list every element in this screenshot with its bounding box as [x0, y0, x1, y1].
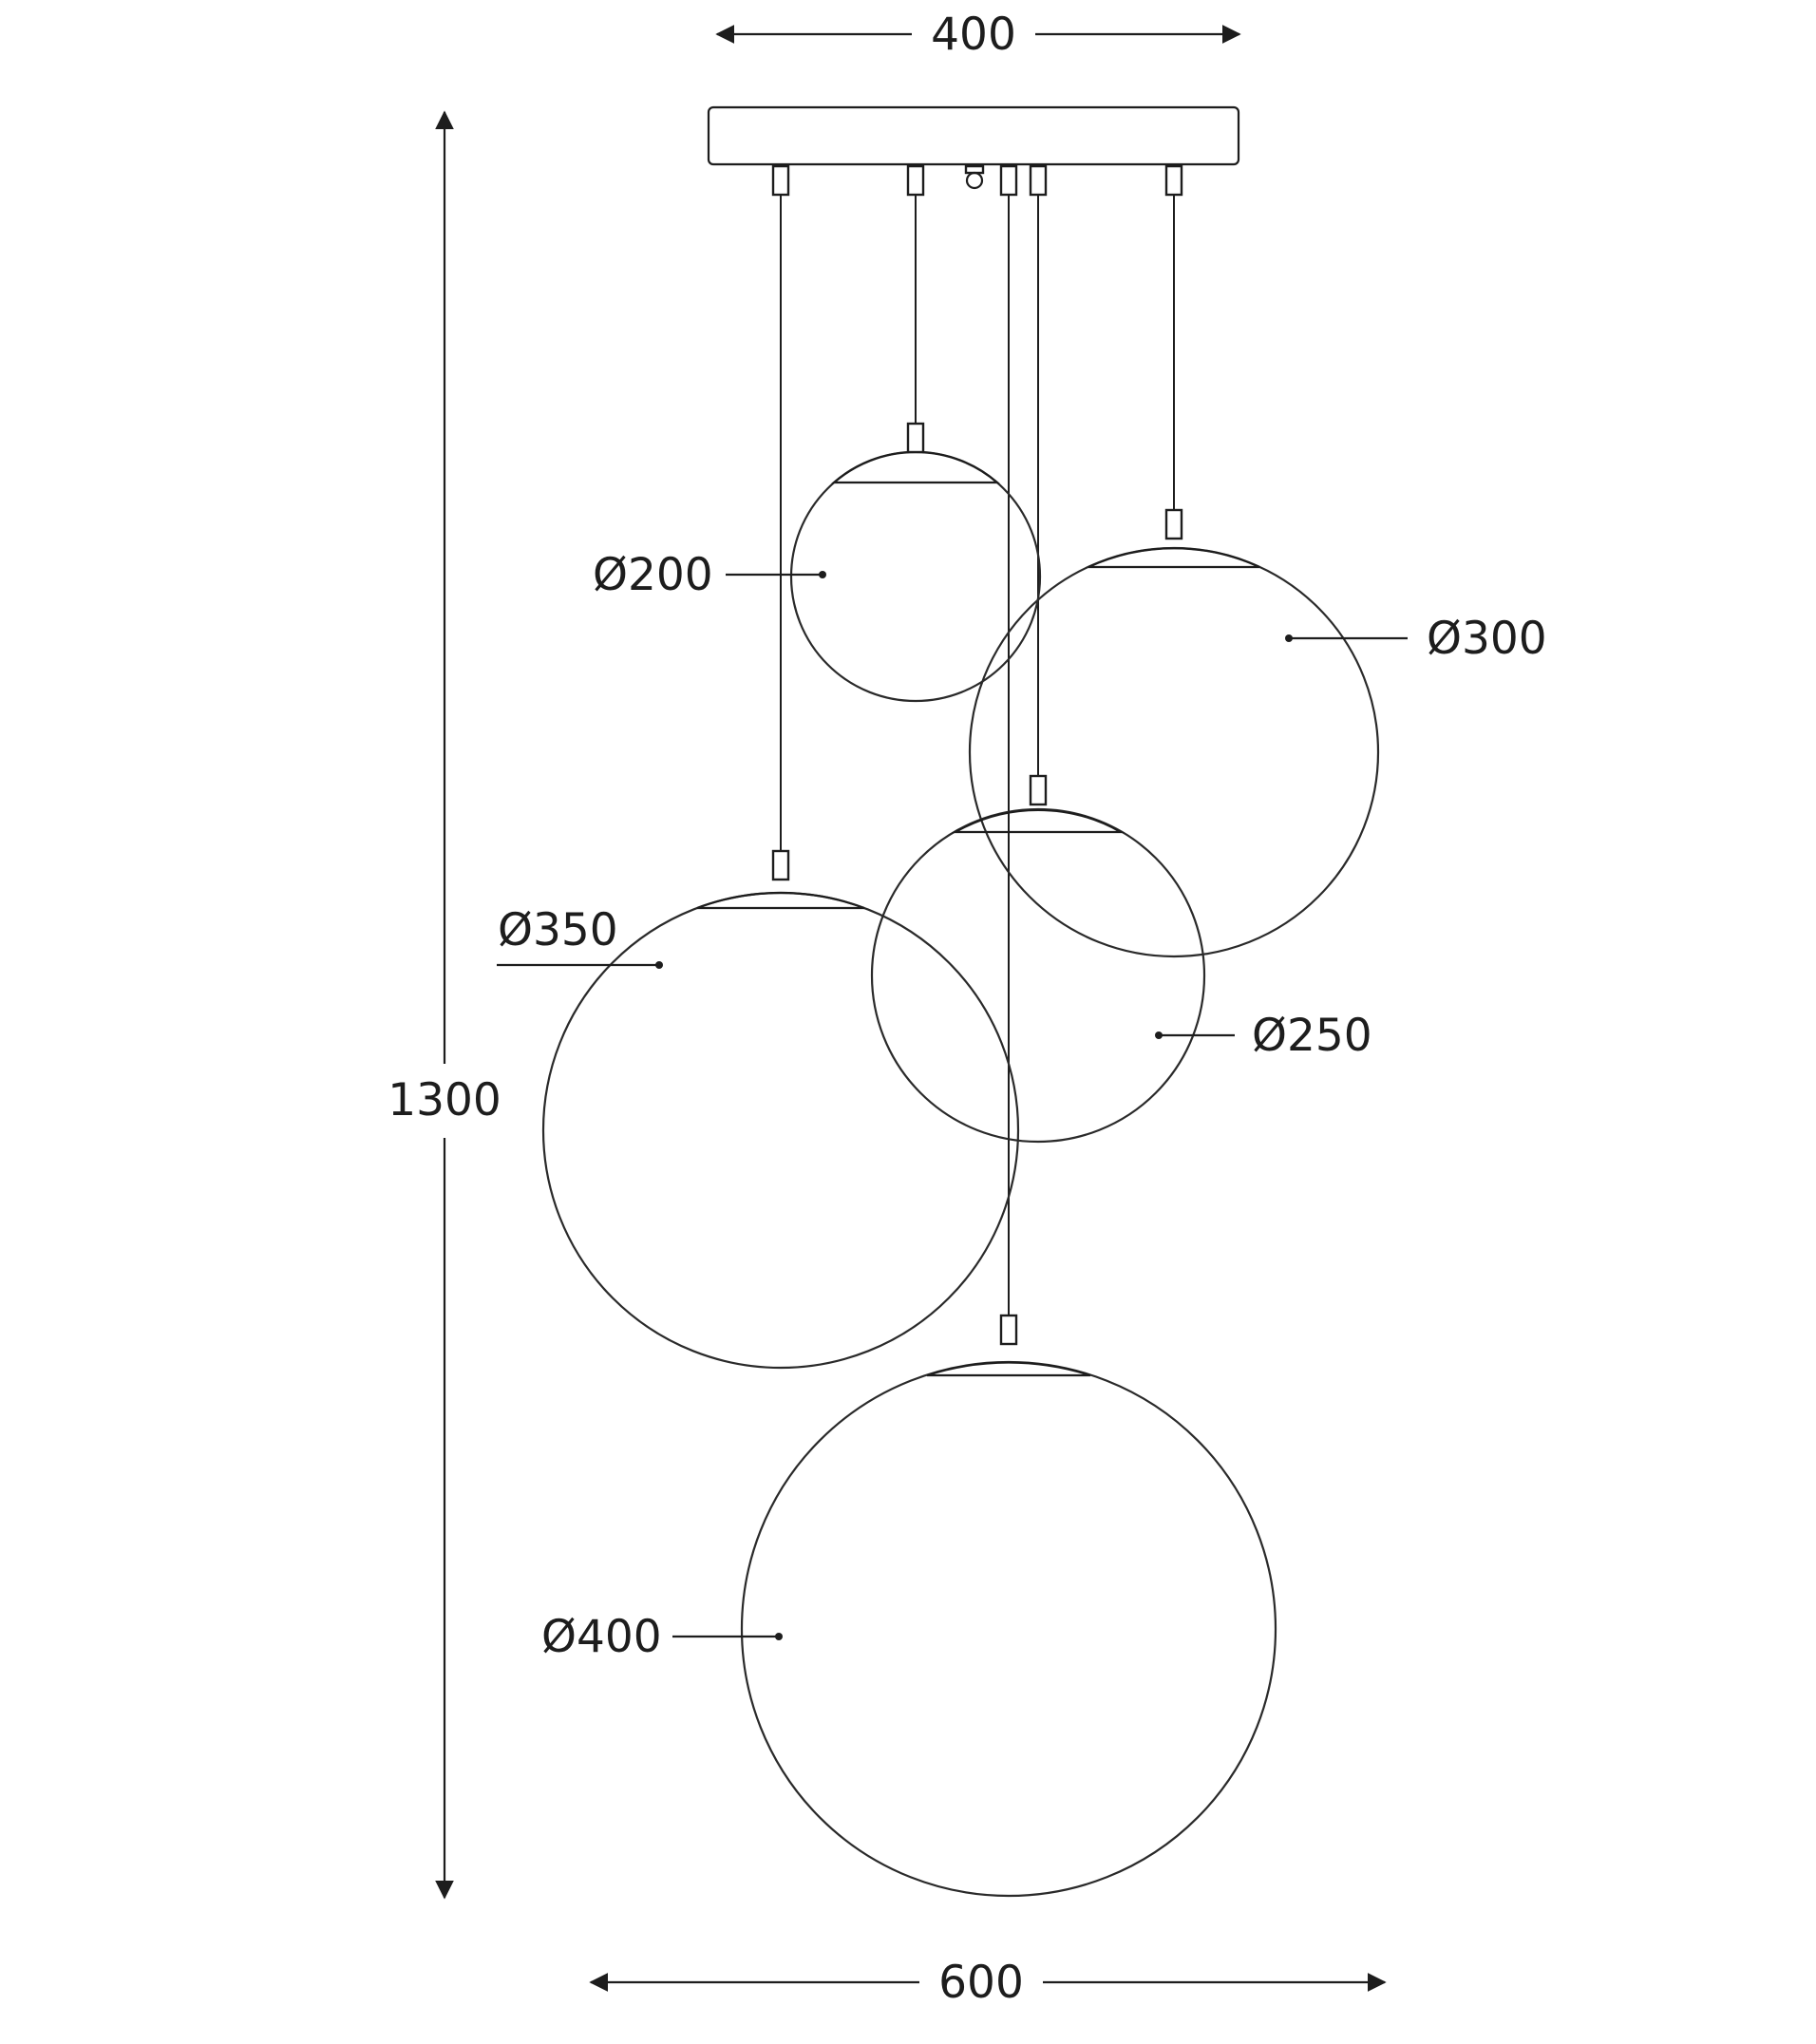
diameter-label-350: Ø350 [498, 904, 618, 956]
diameter-callout-250: Ø250 [1155, 1010, 1372, 1062]
globe-350-socket [771, 849, 790, 881]
overall-width-dimension: 600 [589, 1957, 1387, 2009]
globe-300 [968, 508, 1380, 958]
globe-400-sphere [740, 1360, 1277, 1898]
diameter-callout-300: Ø300 [1285, 613, 1547, 665]
leader-dot-300 [1285, 634, 1293, 642]
diameter-label-200: Ø200 [593, 549, 713, 601]
canopy-width-label: 400 [931, 9, 1016, 61]
cord-grip [906, 164, 925, 197]
cord-grip [999, 164, 1018, 197]
canopy-width-dimension: 400 [715, 9, 1241, 61]
suspension-cords [780, 195, 1175, 1315]
leader-dot-250 [1155, 1031, 1163, 1039]
globe-400-cap [926, 1361, 1091, 1377]
overall-height-label: 1300 [388, 1074, 501, 1126]
globe-400-socket [999, 1314, 1018, 1346]
cord-grip [1029, 164, 1048, 197]
globe-250-cap [951, 808, 1126, 834]
globe-350-cap [696, 891, 865, 910]
globe-300-sphere [968, 546, 1380, 958]
diameter-callout-200: Ø200 [593, 549, 826, 601]
leader-dot-400 [775, 1633, 783, 1640]
cord-grip [771, 164, 790, 197]
canopy-screw [965, 171, 984, 190]
globe-250-socket [1029, 774, 1048, 806]
globe-200-cap [831, 450, 1000, 484]
leader-dot-350 [655, 961, 663, 969]
canopy-plate [707, 105, 1240, 166]
diameter-label-400: Ø400 [541, 1611, 662, 1663]
leader-dot-200 [819, 571, 826, 578]
globe-350 [541, 849, 1020, 1370]
ceiling-canopy [707, 105, 1240, 197]
globe-250 [870, 774, 1206, 1144]
diameter-label-250: Ø250 [1252, 1010, 1372, 1062]
diameter-label-300: Ø300 [1427, 613, 1547, 665]
globe-200-socket [906, 422, 925, 454]
overall-width-label: 600 [938, 1957, 1024, 2009]
globe-250-sphere [870, 807, 1206, 1144]
globe-200 [789, 422, 1042, 703]
cord-grip [1164, 164, 1183, 197]
diameter-callout-400: Ø400 [541, 1611, 783, 1663]
overall-height-dimension: 1300 [388, 110, 501, 1900]
globe-300-cap [1088, 547, 1260, 569]
globe-300-socket [1164, 508, 1183, 540]
globe-200-sphere [789, 450, 1042, 703]
diameter-callout-350: Ø350 [497, 904, 663, 969]
globe-400 [740, 1314, 1277, 1898]
